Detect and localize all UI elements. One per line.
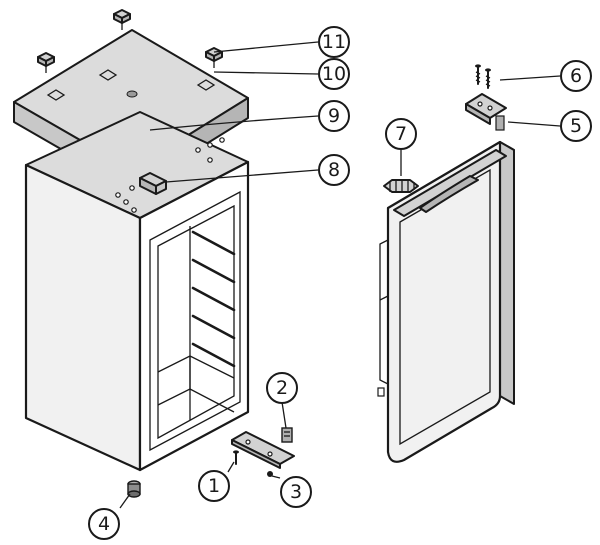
callout-6: 6 xyxy=(560,60,592,92)
top-hinge-part-5 xyxy=(465,93,507,131)
callout-5: 5 xyxy=(560,110,592,142)
callout-9: 9 xyxy=(318,100,350,132)
callout-label-6: 6 xyxy=(570,65,582,87)
callout-label-8: 8 xyxy=(328,159,340,181)
callout-label-2: 2 xyxy=(276,377,288,399)
refrigerator-cabinet xyxy=(24,111,250,472)
hinge-washer-part-3 xyxy=(267,471,273,477)
callout-1: 1 xyxy=(198,470,230,502)
callout-label-11: 11 xyxy=(322,31,346,53)
callout-label-3: 3 xyxy=(290,481,302,503)
callout-label-5: 5 xyxy=(570,115,582,137)
callout-label-1: 1 xyxy=(208,475,220,497)
adjustable-foot-part-4 xyxy=(127,480,141,498)
leader-lines xyxy=(119,41,561,509)
callout-label-9: 9 xyxy=(328,105,340,127)
callout-label-4: 4 xyxy=(98,513,110,535)
callout-10: 10 xyxy=(318,58,350,90)
callout-label-7: 7 xyxy=(395,123,407,145)
callout-7: 7 xyxy=(385,118,417,150)
callout-11: 11 xyxy=(318,26,350,58)
hinge-screws-part-6 xyxy=(475,64,491,89)
callout-3: 3 xyxy=(280,476,312,508)
cover-peg-part-11 xyxy=(37,9,223,73)
callout-label-10: 10 xyxy=(322,63,346,85)
refrigerator-door xyxy=(377,140,515,463)
bottom-hinge-bracket-part-2 xyxy=(231,427,295,469)
callout-4: 4 xyxy=(88,508,120,540)
top-hinge-bracket-part-8 xyxy=(139,172,167,195)
callout-8: 8 xyxy=(318,154,350,186)
callout-2: 2 xyxy=(266,372,298,404)
door-stopper-part-7 xyxy=(383,179,419,193)
hinge-screw-part-1 xyxy=(233,450,239,465)
